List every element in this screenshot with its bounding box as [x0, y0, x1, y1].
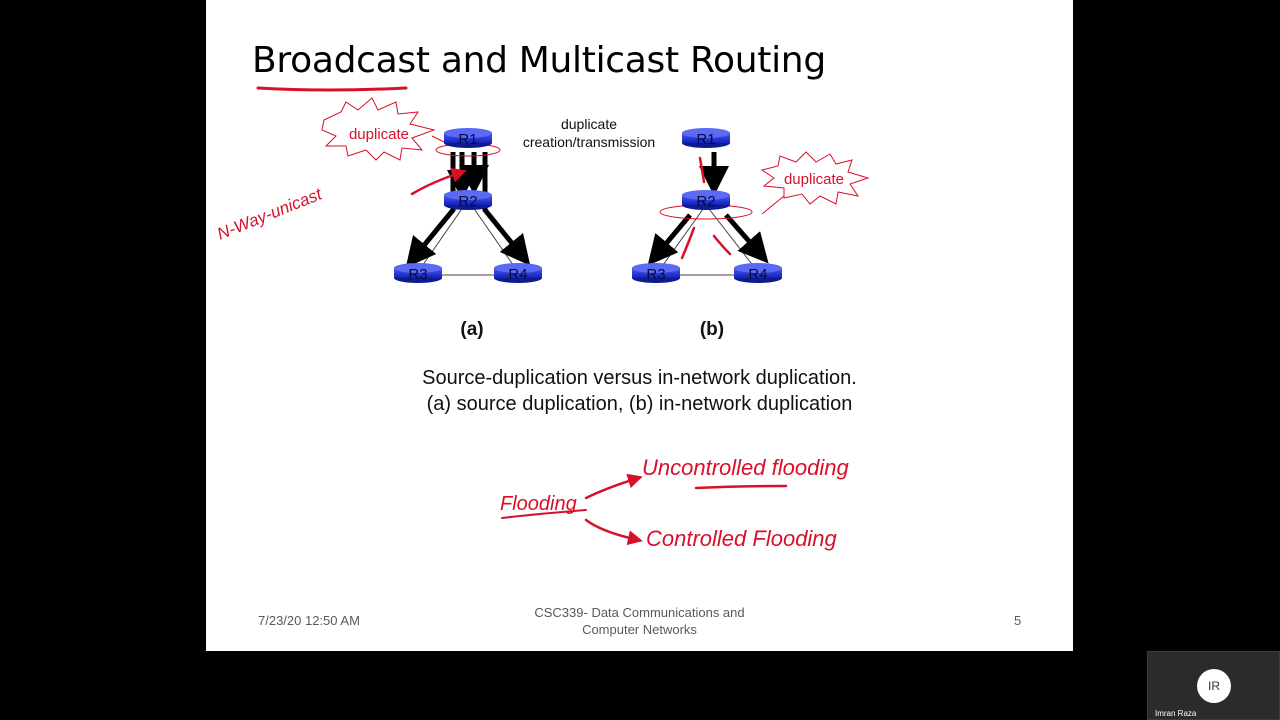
caption-line-2: (a) source duplication, (b) in-network d… [426, 393, 853, 415]
router-r3-b: R3 [632, 263, 680, 283]
svg-text:R2: R2 [696, 193, 715, 210]
participant-video-tile[interactable]: IR Imran Raza [1147, 651, 1280, 720]
router-r2-b: R2 [682, 190, 730, 210]
diagram-b: R1 R2 R3 R4 du [632, 128, 870, 340]
svg-text:R4: R4 [748, 266, 767, 283]
title-underline-ink [256, 86, 408, 92]
router-r4-b: R4 [734, 263, 782, 283]
participant-avatar: IR [1197, 669, 1231, 703]
presentation-slide: Broadcast and Multicast Routing [206, 0, 1073, 651]
ink-n-way-unicast: N-Way-unicast [214, 184, 325, 244]
diagram-a: R1 R2 R3 R4 du [321, 97, 542, 340]
caption-line-1: Source-duplication versus in-network dup… [422, 367, 857, 389]
svg-text:R4: R4 [508, 266, 527, 283]
svg-text:R1: R1 [696, 131, 715, 148]
router-r1-a: R1 [444, 128, 492, 148]
footer-course-title: CSC339- Data Communications and Computer… [534, 605, 745, 637]
footer-date: 7/23/20 12:50 AM [258, 613, 360, 628]
diagram-b-label: (b) [700, 319, 724, 340]
duplicate-label-line2: creation/transmission [523, 134, 655, 150]
duplicate-label-line1: duplicate [561, 116, 617, 132]
duplicate-burst-a: duplicate [321, 97, 436, 161]
router-r1-b: R1 [682, 128, 730, 148]
slide-page-number: 5 [1014, 613, 1022, 628]
ink-flooding: Flooding [500, 493, 577, 515]
ink-arrow-a [410, 168, 467, 196]
svg-text:R1: R1 [458, 131, 477, 148]
svg-text:R3: R3 [408, 266, 427, 283]
router-r2-a: R2 [444, 190, 492, 210]
ink-controlled-flooding: Controlled Flooding [646, 526, 838, 551]
duplicate-burst-b: duplicate [760, 151, 870, 205]
routing-diagram: R1 R2 R3 R4 du [214, 86, 870, 551]
svg-text:duplicate: duplicate [784, 171, 844, 188]
svg-text:R2: R2 [458, 193, 477, 210]
router-r3-a: R3 [394, 263, 442, 283]
ink-uncontrolled-flooding: Uncontrolled flooding [642, 455, 849, 480]
svg-text:R3: R3 [646, 266, 665, 283]
svg-text:duplicate: duplicate [349, 126, 409, 143]
diagram-a-label: (a) [460, 319, 483, 340]
router-r4-a: R4 [494, 263, 542, 283]
slide-title: Broadcast and Multicast Routing [252, 40, 826, 81]
participant-name: Imran Raza [1155, 709, 1197, 718]
